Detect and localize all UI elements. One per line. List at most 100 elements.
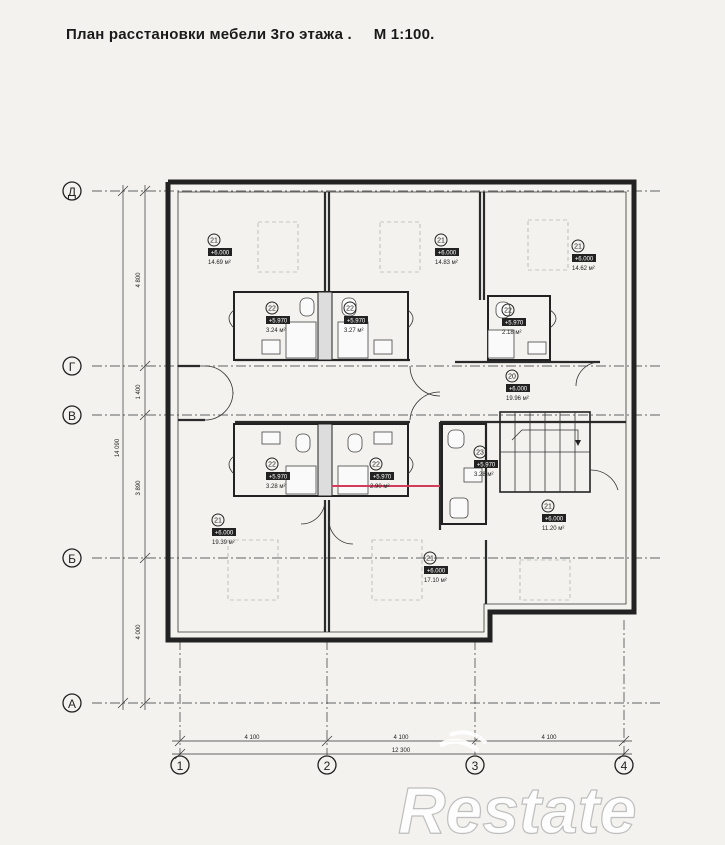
room-level: +6.000: [545, 517, 564, 523]
level-badge: [208, 248, 232, 256]
room-area: 11.20 м²: [542, 526, 564, 532]
level-badge: [266, 472, 290, 480]
room-level: +5.970: [505, 321, 524, 327]
level-badge: [212, 528, 236, 536]
axis-label-g: Г: [69, 360, 76, 374]
room-number-circle: [505, 369, 519, 383]
dim-v-2: 1 400: [136, 384, 142, 400]
room-number-circle: [501, 303, 515, 317]
room-number: 22: [372, 462, 380, 469]
bathroom-block-upper: [228, 291, 414, 361]
dim-v-3: 3 890: [136, 480, 142, 496]
room-area: 14.83 м²: [435, 260, 458, 266]
room-number-circle: [541, 499, 555, 513]
room-area: 19.39 м²: [212, 540, 235, 546]
room-label: 22 +5.970 3.28 м²: [265, 457, 290, 490]
axis-markers-rows: Д Г В Б А: [62, 181, 82, 713]
room-area: 3.28 м²: [474, 472, 493, 478]
level-badge: [344, 316, 368, 324]
room-label: 21 +6.000 17.10 м²: [423, 551, 448, 584]
furniture-outlines: [227, 219, 571, 601]
room-level: +6.000: [215, 531, 234, 537]
room-level: +5.970: [269, 319, 288, 325]
restate-logo: Restate: [397, 730, 637, 845]
dim-h-total: 12 300: [392, 748, 411, 754]
room-number: 21: [426, 556, 434, 563]
room-level: +6.000: [509, 387, 528, 393]
room-number-circle: [211, 513, 225, 527]
room-area: 3.24 м²: [266, 328, 285, 334]
room-number: 21: [210, 238, 218, 245]
horizontal-dimensions: 4 100 4 100 4 100 12 300: [172, 735, 632, 760]
room-number: 22: [268, 462, 276, 469]
axis-label-v: В: [68, 409, 76, 423]
room-label: 21 +6.000 19.39 м²: [211, 513, 236, 546]
axis-label-a: А: [68, 697, 76, 711]
room-number-circle: [343, 301, 357, 315]
plan-title: План расстановки мебели 3го этажа . М 1:…: [66, 26, 435, 43]
bathroom-block-stair-side: [441, 423, 487, 525]
room-number: 20: [508, 374, 516, 381]
axis-label-3: 3: [472, 759, 479, 773]
room-number: 21: [544, 504, 552, 511]
dim-v-4: 4 000: [136, 624, 142, 640]
level-badge: [506, 384, 530, 392]
level-badge: [266, 316, 290, 324]
room-number-circle: [423, 551, 437, 565]
room-labels: 21 +6.000 14.69 м² 21 +6.000 14.83 м² 21 +6.000…: [207, 233, 596, 584]
room-area: 2.90 м²: [370, 484, 389, 490]
room-number: 22: [504, 308, 512, 315]
room-number: 22: [268, 306, 276, 313]
watermark-text: Restate: [398, 773, 636, 845]
room-number-circle: [473, 445, 487, 459]
room-area: 3.28 м²: [266, 484, 285, 490]
room-label: 23 +5.970 3.28 м²: [473, 445, 498, 478]
room-number-circle: [265, 457, 279, 471]
room-number: 22: [346, 306, 354, 313]
room-level: +6.000: [211, 251, 230, 257]
dim-h-2: 4 100: [393, 735, 409, 741]
room-label: 21 +6.000 14.83 м²: [434, 233, 459, 266]
room-level: +5.970: [269, 475, 288, 481]
room-number-circle: [207, 233, 221, 247]
room-level: +5.970: [373, 475, 392, 481]
room-level: +6.000: [427, 569, 446, 575]
room-number: 21: [437, 238, 445, 245]
axis-label-d: Д: [68, 185, 76, 199]
room-area: 14.69 м²: [208, 260, 231, 266]
room-level: +6.000: [575, 257, 594, 263]
axis-label-2: 2: [324, 759, 331, 773]
axis-label-1: 1: [177, 759, 184, 773]
axis-label-4: 4: [621, 759, 628, 773]
level-badge: [542, 514, 566, 522]
dim-h-1: 4 100: [244, 735, 260, 741]
dim-h-3: 4 100: [541, 735, 557, 741]
room-level: +5.970: [477, 463, 496, 469]
dim-v-1: 4 800: [136, 272, 142, 288]
room-number-circle: [369, 457, 383, 471]
room-area: 17.10 м²: [424, 578, 447, 584]
level-badge: [572, 254, 596, 262]
dim-v-total: 14 090: [115, 438, 121, 457]
bathroom-block-right: [487, 295, 557, 361]
staircase: [499, 411, 591, 493]
room-level: +6.000: [438, 251, 457, 257]
axis-markers-cols: 1 2 3 4: [170, 755, 634, 775]
room-label: 22 +5.970 3.24 м²: [265, 301, 290, 334]
room-number-circle: [265, 301, 279, 315]
bathroom-block-lower: [228, 423, 440, 497]
axis-label-b: Б: [68, 552, 76, 566]
vertical-dimensions: 4 800 1 400 3 890 4 000 14 090: [115, 185, 151, 710]
level-badge: [370, 472, 394, 480]
room-number-circle: [571, 239, 585, 253]
room-level: +5.970: [347, 319, 366, 325]
room-label: 21 +6.000 14.69 м²: [207, 233, 232, 266]
room-area: 19.96 м²: [506, 396, 529, 402]
room-number: 21: [574, 244, 582, 251]
room-number: 23: [476, 450, 484, 457]
room-number: 21: [214, 518, 222, 525]
